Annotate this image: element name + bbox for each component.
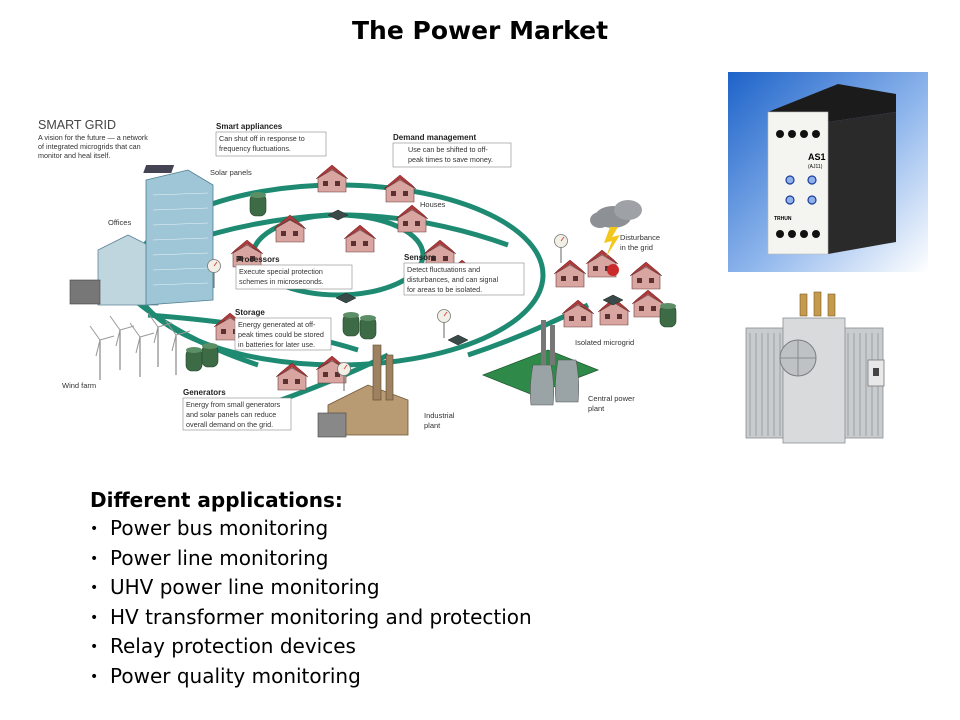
list-item: •HV transformer monitoring and protectio… [90, 603, 532, 633]
smart-grid-intro-1: A vision for the future — a network [38, 133, 148, 142]
svg-text:disturbances, and can signal: disturbances, and can signal [407, 275, 499, 284]
callout-smart-appliances: Smart appliances Can shut off in respons… [215, 122, 327, 157]
label-central-power-plant-2: plant [588, 404, 605, 413]
wind-farm [89, 312, 219, 381]
label-houses: Houses [420, 200, 446, 209]
svg-text:Use can be shifted to off-: Use can be shifted to off- [408, 145, 488, 154]
bullet-icon: • [90, 521, 99, 537]
list-item: •Power quality monitoring [90, 662, 532, 692]
svg-text:Processors: Processors [236, 255, 280, 264]
label-isolated-microgrid: Isolated microgrid [575, 338, 634, 347]
callout-processors: Processors Execute special protection sc… [235, 255, 353, 290]
relay-model-label: AS1 [808, 152, 826, 162]
bullet-icon: • [90, 580, 99, 596]
relay-brand-label: TRHUN [774, 216, 792, 222]
offices-buildings [69, 165, 214, 306]
bullet-icon: • [90, 639, 99, 655]
svg-text:in batteries for later use.: in batteries for later use. [238, 340, 315, 349]
svg-text:Energy from small generators: Energy from small generators [186, 400, 281, 409]
relay-device-photo: AS1 (AJ11) TRHUN [728, 72, 928, 272]
transformer-photo [738, 288, 898, 453]
svg-text:overall demand on the grid.: overall demand on the grid. [186, 420, 273, 429]
label-central-power-plant-1: Central power [588, 394, 635, 403]
svg-text:Can shut off in response to: Can shut off in response to [219, 134, 305, 143]
svg-text:Sensors: Sensors [404, 253, 436, 262]
callout-storage: Storage Energy generated at off- peak ti… [234, 308, 332, 351]
label-solar-panels: Solar panels [210, 168, 252, 177]
svg-text:for areas to be isolated.: for areas to be isolated. [407, 285, 482, 294]
central-power-plant [481, 320, 600, 406]
svg-text:Energy generated at off-: Energy generated at off- [238, 320, 316, 329]
bullet-icon: • [90, 668, 99, 685]
applications-heading: Different applications: [90, 488, 343, 512]
svg-text:Demand management: Demand management [393, 133, 476, 142]
smart-grid-svg: SMART GRID A vision for the future — a n… [38, 118, 677, 438]
list-item: •Power bus monitoring [90, 514, 532, 544]
svg-text:Smart appliances: Smart appliances [216, 122, 283, 131]
svg-text:Generators: Generators [183, 388, 226, 397]
label-industrial-plant-1: Industrial [424, 411, 455, 420]
callout-sensors: Sensors Detect fluctuations and disturba… [403, 253, 525, 296]
svg-text:schemes in microseconds.: schemes in microseconds. [239, 277, 324, 286]
callout-generators: Generators Energy from small generators … [182, 388, 292, 431]
list-item: •Relay protection devices [90, 632, 532, 662]
list-item: •UHV power line monitoring [90, 573, 532, 603]
label-wind-farm: Wind farm [62, 381, 96, 390]
svg-text:frequency fluctuations.: frequency fluctuations. [219, 144, 291, 153]
svg-text:Detect fluctuations and: Detect fluctuations and [407, 265, 480, 274]
svg-text:peak times could be stored: peak times could be stored [238, 330, 324, 339]
storm-cloud [590, 200, 642, 276]
smart-grid-intro-3: monitor and heal itself. [38, 151, 110, 160]
bullet-icon: • [90, 609, 99, 626]
smart-grid-illustration: SMART GRID A vision for the future — a n… [28, 105, 688, 465]
label-disturbance-1: Disturbance [620, 233, 660, 242]
label-industrial-plant-2: plant [424, 421, 441, 430]
svg-text:and solar panels can reduce: and solar panels can reduce [186, 410, 276, 419]
smart-grid-intro-2: of integrated microgrids that can [38, 142, 141, 151]
applications-list: •Power bus monitoring •Power line monito… [90, 514, 532, 691]
industrial-plant [317, 344, 409, 438]
smart-grid-heading: SMART GRID [38, 118, 116, 132]
svg-text:Storage: Storage [235, 308, 265, 317]
applications-section: Different applications: •Power bus monit… [90, 486, 532, 691]
svg-text:Execute special protection: Execute special protection [239, 267, 323, 276]
callout-demand-management: Demand management Use can be shifted to … [392, 133, 512, 168]
label-disturbance-2: in the grid [620, 243, 653, 252]
bullet-icon: • [90, 550, 99, 567]
list-item: •Power line monitoring [90, 544, 532, 574]
slide-title: The Power Market [351, 16, 609, 45]
svg-text:peak times to save money.: peak times to save money. [408, 155, 493, 164]
label-offices: Offices [108, 218, 131, 227]
relay-submodel-label: (AJ11) [808, 164, 823, 170]
